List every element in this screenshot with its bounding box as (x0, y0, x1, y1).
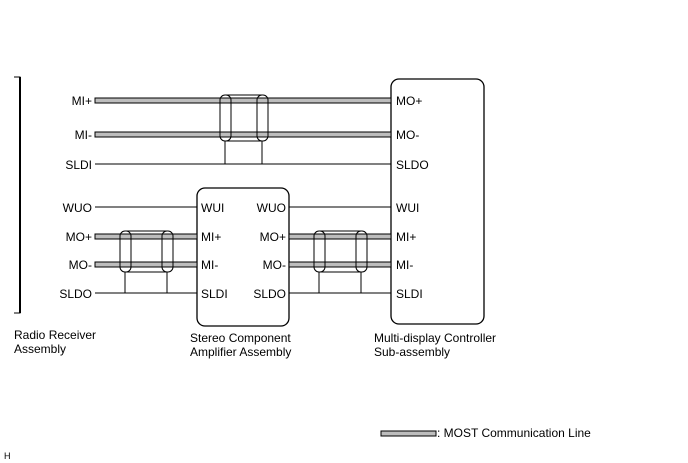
radio-pin-sldi: SLDI (65, 158, 92, 172)
radio-name-line2: Assembly (14, 342, 66, 356)
ctrl-pin-mi-plus: MI+ (396, 230, 416, 244)
amp-name-line2: Amplifier Assembly (190, 345, 291, 359)
radio-receiver-body (14, 76, 21, 314)
most-line-mo-minus-left (94, 261, 198, 268)
shield-left (119, 230, 174, 293)
radio-pin-mo-minus: MO- (69, 258, 92, 272)
radio-pin-mo-plus: MO+ (66, 230, 92, 244)
figure-code: H (4, 451, 11, 461)
amp-name-line1: Stereo Component (190, 331, 291, 345)
ctrl-pin-sldo: SLDO (396, 158, 429, 172)
amp-pin-sldi: SLDI (201, 287, 228, 301)
radio-name-line1: Radio Receiver (14, 328, 96, 342)
most-lines (94, 97, 392, 268)
amp-pin-mi-minus: MI- (201, 258, 218, 272)
shield-top (219, 94, 269, 164)
signal-wires (95, 163, 391, 294)
controller-name-line1: Multi-display Controller (374, 331, 496, 345)
most-line-mo-minus-right (288, 261, 392, 268)
legend-label: : MOST Communication Line (437, 426, 591, 440)
controller-box (390, 78, 485, 325)
most-line-mo-plus-left (94, 233, 198, 240)
controller-name-line2: Sub-assembly (374, 345, 450, 359)
most-line-mi-plus-top (94, 97, 392, 104)
most-line-mi-minus-top (94, 131, 392, 138)
radio-pin-mi-minus: MI- (75, 128, 92, 142)
ctrl-pin-sldi: SLDI (396, 287, 423, 301)
amp-pin-mi-plus: MI+ (201, 230, 221, 244)
amp-pin-mo-minus: MO- (263, 258, 286, 272)
amp-pin-wuo: WUO (257, 201, 286, 215)
radio-pin-wuo: WUO (63, 201, 92, 215)
radio-pin-sldo: SLDO (59, 287, 92, 301)
amplifier-box (196, 187, 290, 327)
shield-right (313, 230, 368, 293)
ctrl-pin-mi-minus: MI- (396, 258, 413, 272)
amp-pin-mo-plus: MO+ (260, 230, 286, 244)
ctrl-pin-wui: WUI (396, 201, 419, 215)
legend-swatch (380, 430, 437, 437)
radio-pin-mi-plus: MI+ (72, 94, 92, 108)
amp-pin-wui: WUI (201, 201, 224, 215)
ctrl-pin-mo-minus: MO- (396, 128, 419, 142)
ctrl-pin-mo-plus: MO+ (396, 94, 422, 108)
amp-pin-sldo: SLDO (253, 287, 286, 301)
most-line-mo-plus-right (288, 233, 392, 240)
